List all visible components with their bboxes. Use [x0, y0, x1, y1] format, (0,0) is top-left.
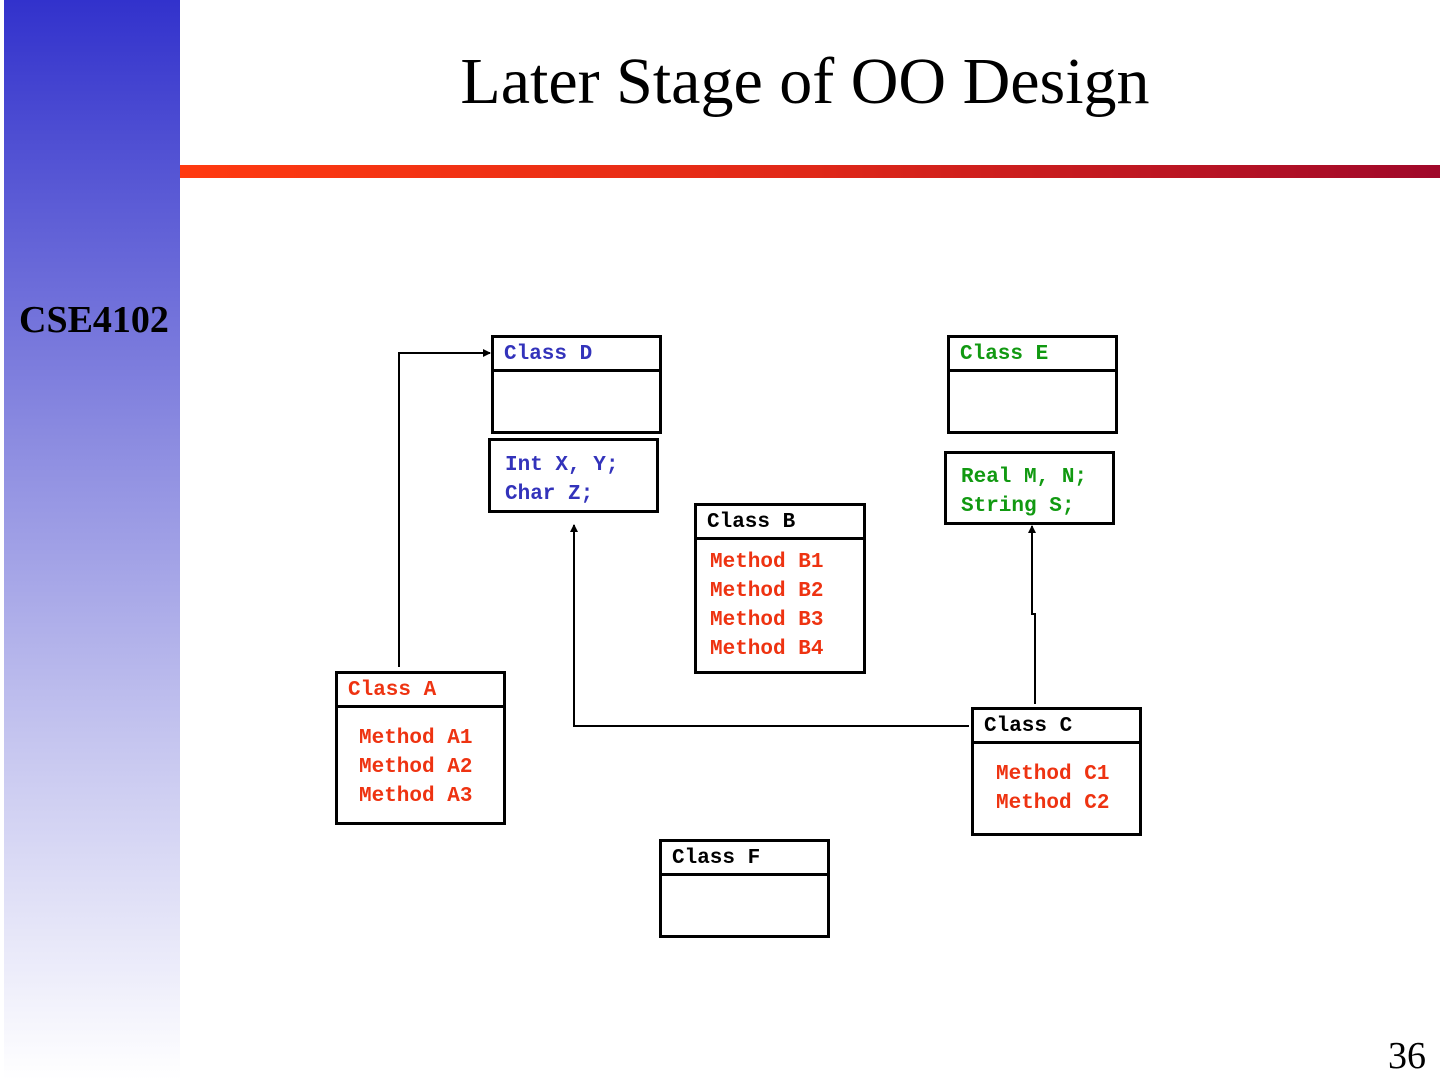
class-e-box[interactable]: Class E [947, 335, 1118, 434]
class-b-method: Method B1 [710, 551, 824, 574]
class-c-method: Method C1 [996, 763, 1110, 786]
class-b-method: Method B3 [710, 609, 824, 632]
class-c-box[interactable]: Class C Method C1 Method C2 [971, 707, 1142, 836]
class-f-name: Class F [662, 842, 827, 876]
class-d-attribute: Char Z; [505, 483, 594, 506]
class-a-name: Class A [338, 674, 503, 708]
slide-title: Later Stage of OO Design [460, 45, 1150, 118]
class-a-method: Method A1 [359, 727, 473, 750]
class-c-name: Class C [974, 710, 1139, 744]
class-a-box[interactable]: Class A Method A1 Method A2 Method A3 [335, 671, 506, 825]
class-a-method: Method A3 [359, 785, 473, 808]
class-a-method: Method A2 [359, 756, 473, 779]
class-e-name: Class E [950, 338, 1115, 372]
class-d-box[interactable]: Class D [491, 335, 662, 434]
class-c-method: Method C2 [996, 792, 1110, 815]
class-f-box[interactable]: Class F [659, 839, 830, 938]
connector-c-to-d-attributes [570, 524, 969, 727]
page-number: 36 [1388, 1035, 1426, 1077]
class-d-name: Class D [494, 338, 659, 372]
class-e-attribute: String S; [961, 495, 1075, 518]
sidebar-gradient [4, 0, 180, 1080]
class-b-method: Method B2 [710, 580, 824, 603]
class-e-attributes-box[interactable]: Real M, N; String S; [944, 451, 1115, 525]
course-code: CSE4102 [19, 299, 169, 341]
class-d-attributes-box[interactable]: Int X, Y; Char Z; [488, 438, 659, 513]
class-d-attribute: Int X, Y; [505, 454, 619, 477]
connector-c-to-e-attributes [1028, 525, 1036, 704]
connector-a-to-d [398, 349, 491, 667]
class-e-attribute: Real M, N; [961, 466, 1088, 489]
class-b-name: Class B [697, 506, 863, 540]
class-b-method: Method B4 [710, 638, 824, 661]
class-b-box[interactable]: Class B Method B1 Method B2 Method B3 Me… [694, 503, 866, 674]
title-underline [180, 165, 1440, 178]
